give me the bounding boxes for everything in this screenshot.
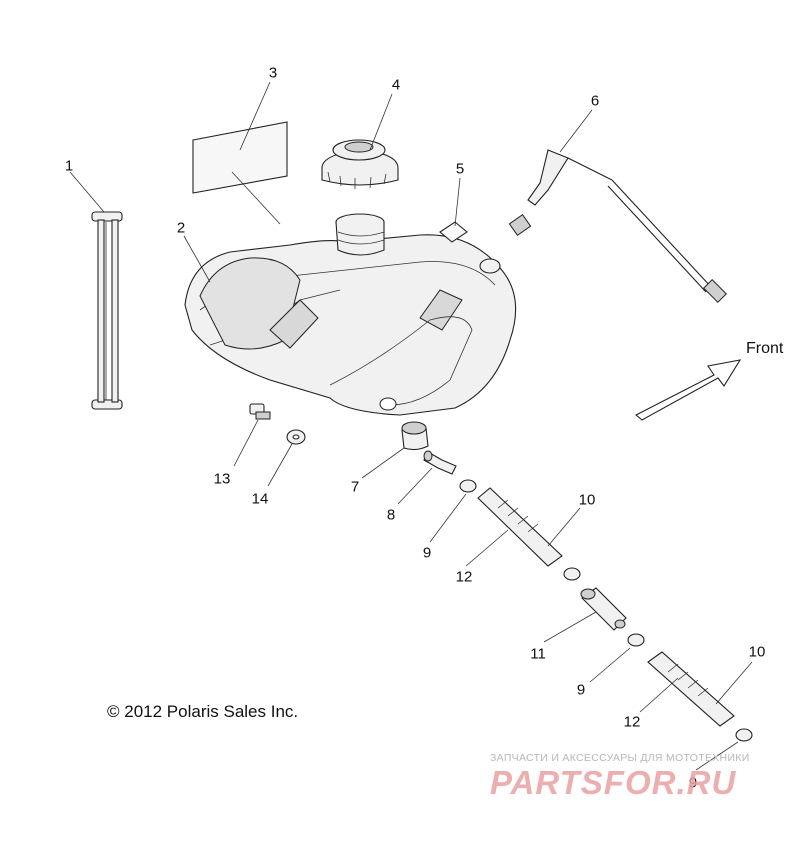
callout-1: 1 bbox=[64, 157, 74, 175]
callout-6: 6 bbox=[590, 92, 600, 110]
part-12-hose-b bbox=[647, 651, 735, 727]
callout-4: 4 bbox=[391, 76, 401, 94]
front-label: Front bbox=[746, 340, 784, 357]
part-6-sender bbox=[508, 149, 728, 304]
part-9-clamp-a bbox=[459, 479, 477, 493]
part-9-clamp-d bbox=[563, 567, 581, 581]
callout-12-a: 12 bbox=[455, 568, 473, 586]
leader-lines bbox=[69, 81, 753, 771]
callout-14: 14 bbox=[251, 490, 269, 508]
copyright-text: © 2012 Polaris Sales Inc. bbox=[107, 702, 299, 721]
callout-13: 13 bbox=[213, 470, 231, 488]
callout-9-c: 9 bbox=[688, 774, 698, 792]
part-9-clamp-b bbox=[627, 633, 645, 647]
callout-7: 7 bbox=[350, 478, 360, 496]
callout-10-a: 10 bbox=[578, 491, 596, 509]
callout-8: 8 bbox=[386, 506, 396, 524]
callout-2: 2 bbox=[176, 219, 186, 237]
callout-3: 3 bbox=[268, 64, 278, 82]
callout-12-b: 12 bbox=[623, 713, 641, 731]
watermark-subtitle: ЗАПЧАСТИ И АКСЕССУАРЫ ДЛЯ МОТОТЕХНИКИ bbox=[490, 752, 750, 764]
callout-9-a: 9 bbox=[422, 544, 432, 562]
part-7-grommet bbox=[401, 421, 429, 451]
part-2-fuel-tank bbox=[184, 213, 517, 416]
part-8-fitting bbox=[423, 450, 457, 475]
part-12-hose-a bbox=[477, 487, 563, 567]
callout-5: 5 bbox=[455, 160, 465, 178]
callout-10-b: 10 bbox=[748, 643, 766, 661]
callout-11: 11 bbox=[530, 645, 546, 663]
part-14-washer bbox=[286, 429, 306, 445]
part-3-decal bbox=[192, 121, 288, 194]
part-13-bolt bbox=[249, 403, 271, 420]
part-9-clamp-c bbox=[735, 728, 753, 742]
part-1-strap bbox=[91, 211, 123, 410]
front-arrow bbox=[635, 359, 742, 421]
part-4-fuel-cap bbox=[321, 139, 399, 189]
part-11-filter bbox=[580, 587, 627, 631]
callout-9-b: 9 bbox=[576, 681, 586, 699]
part-5-decal bbox=[439, 221, 468, 243]
watermark-logo: PARTSFOR.RU bbox=[490, 764, 737, 801]
